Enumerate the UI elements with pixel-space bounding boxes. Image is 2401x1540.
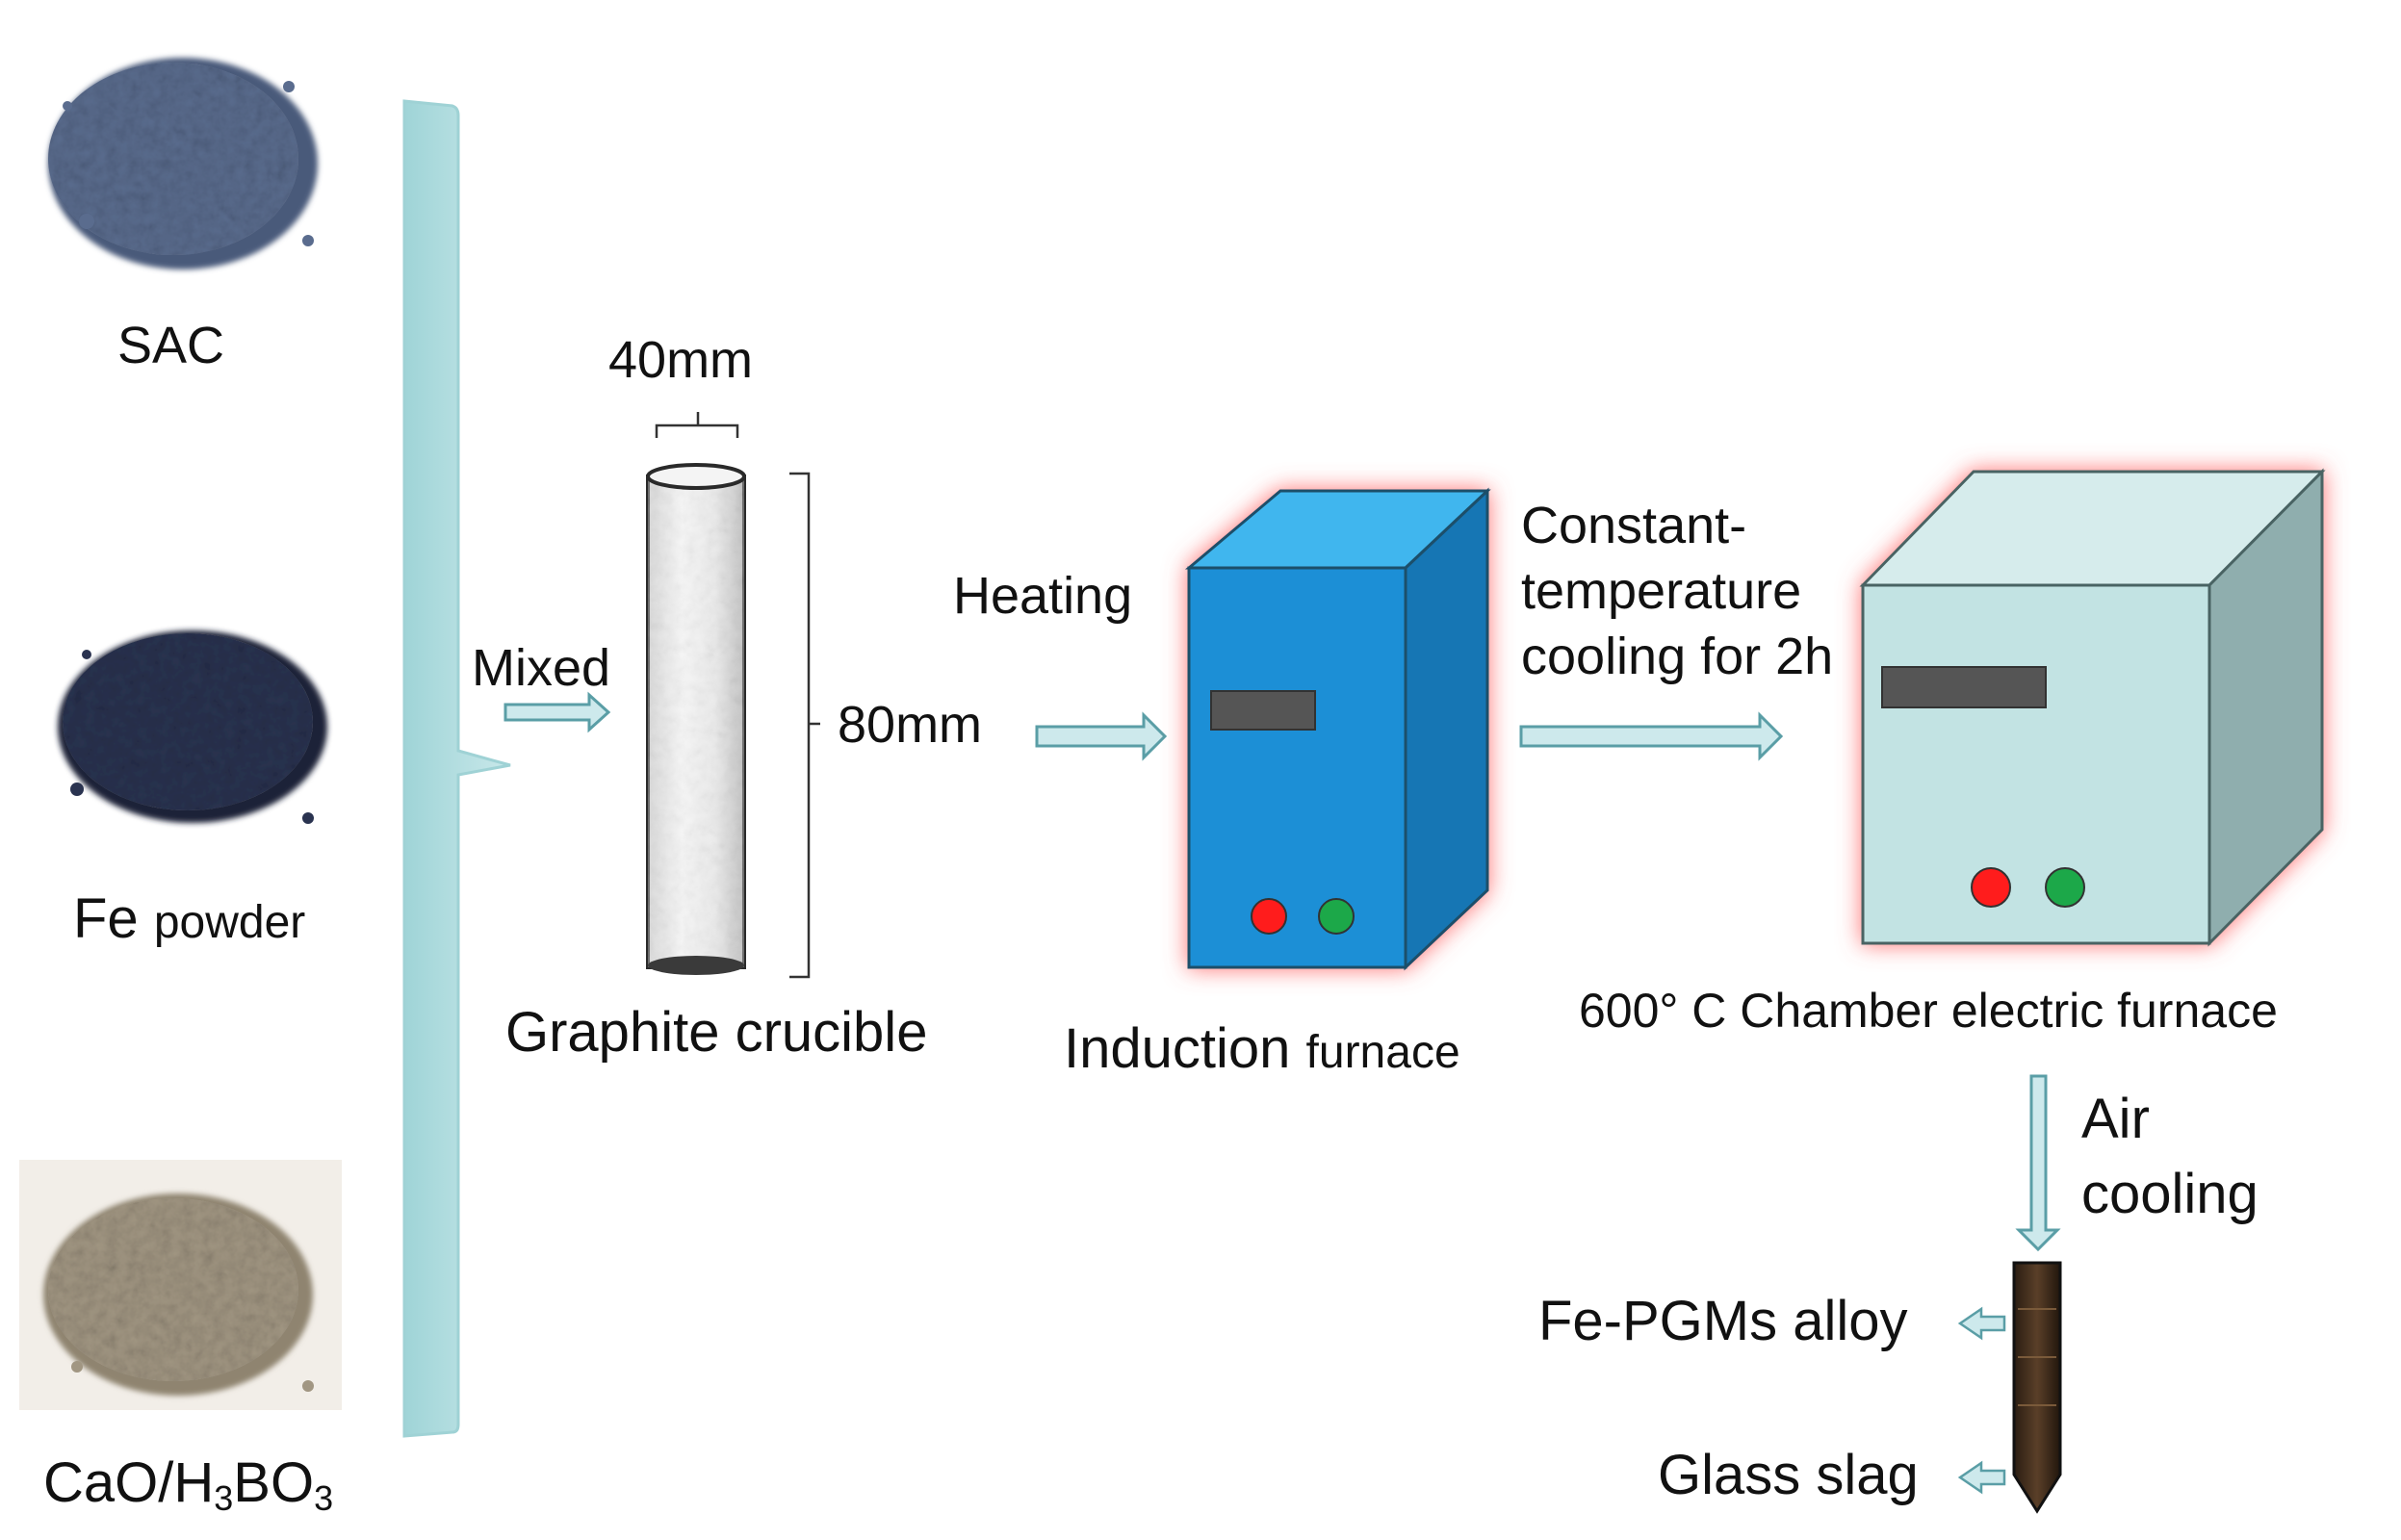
sac-powder-image — [48, 58, 318, 270]
alloy-label: Fe-PGMs alloy — [1538, 1290, 1908, 1354]
induction-furnace-label: Induction furnace — [1064, 1017, 1460, 1082]
heating-label: Heating — [953, 566, 1132, 626]
crucible-width-label: 40mm — [608, 330, 753, 390]
width-brace — [657, 412, 737, 438]
alloy-arrow — [1960, 1309, 2004, 1338]
product-ingot — [2014, 1263, 2060, 1511]
heating-arrow — [1037, 715, 1165, 757]
chamber-furnace-label: 600° C Chamber electric furnace — [1579, 984, 2278, 1040]
air-cooling-arrow — [2019, 1076, 2057, 1249]
graphite-crucible-label: Graphite crucible — [505, 1001, 927, 1065]
grouping-bracket — [404, 101, 510, 1436]
air-cooling-line-1: Air — [2081, 1088, 2150, 1152]
chamber-furnace — [1863, 472, 2322, 943]
sac-label: SAC — [117, 316, 224, 375]
crucible-height-label: 80mm — [838, 695, 982, 755]
graphite-crucible — [648, 465, 744, 975]
air-cooling-line-2: cooling — [2081, 1163, 2259, 1227]
mixed-label: Mixed — [472, 638, 610, 698]
slag-label: Glass slag — [1658, 1444, 1919, 1508]
slag-arrow — [1960, 1463, 2004, 1492]
cao-label: CaO/H3BO3 — [43, 1451, 333, 1518]
fe-powder-image — [58, 630, 327, 824]
mixed-arrow — [505, 695, 608, 730]
fe-powder-label: Fe powder — [73, 887, 305, 952]
induction-furnace — [1189, 491, 1487, 967]
cooling-line-2: temperature — [1521, 561, 1801, 621]
cooling-arrow — [1521, 715, 1781, 757]
cooling-line-3: cooling for 2h — [1521, 627, 1833, 686]
cooling-line-1: Constant- — [1521, 496, 1746, 555]
height-brace — [789, 474, 820, 977]
cao-powder-image — [19, 1160, 342, 1410]
